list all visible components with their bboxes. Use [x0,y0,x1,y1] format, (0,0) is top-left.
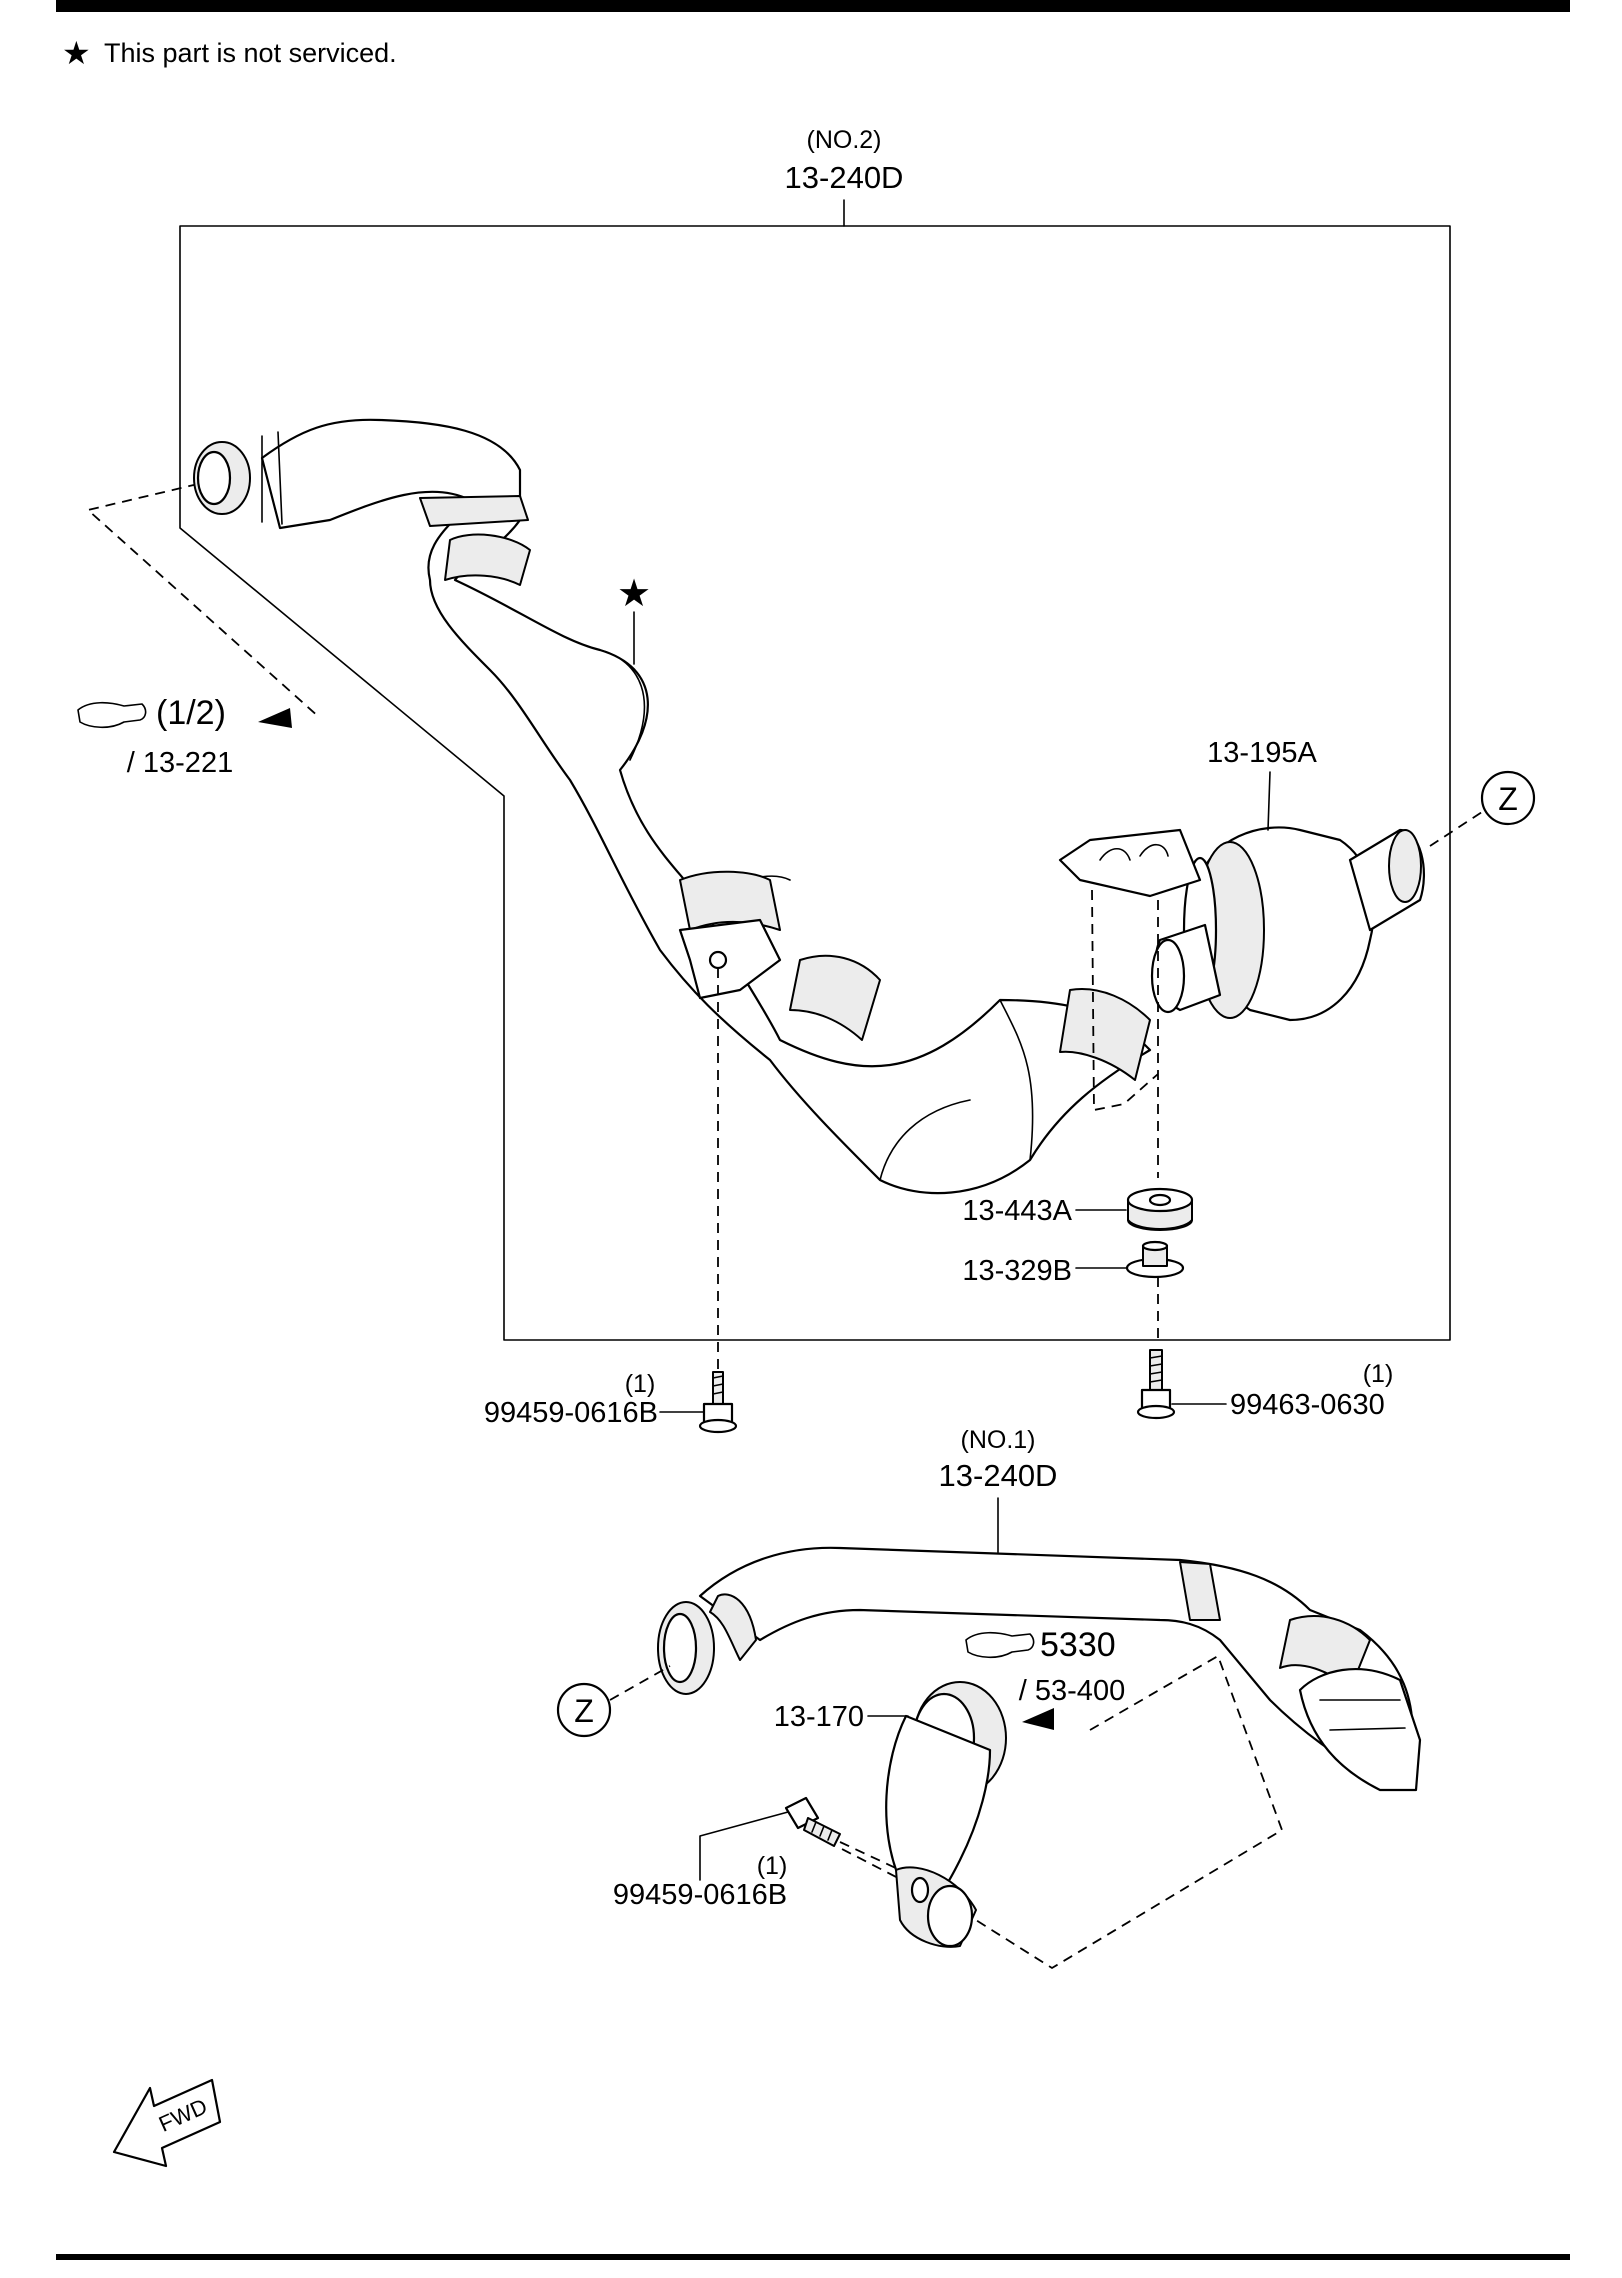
upper-group-frame [179,225,1451,1341]
fastener-1-qty: (1) [625,1370,656,1398]
fastener-2-qty: (1) [1363,1360,1394,1388]
callout-13-195A-leader [1267,771,1271,831]
not-serviced-star: ★ [617,573,651,615]
callout-13-329B[interactable]: 13-329B [962,1255,1072,1287]
reference-2-page: 5330 [1040,1626,1116,1664]
callout-13-170[interactable]: 13-170 [774,1701,864,1733]
ref-arrow-2 [1022,1708,1054,1730]
not-serviced-note: ★ This part is not serviced. [62,35,397,71]
lower-clamp-1 [1179,1561,1221,1621]
z-lower-dashed-link [609,1665,671,1701]
fastener-3-qty: (1) [757,1852,788,1880]
reference-1[interactable]: (1/2) / 13-221 [77,694,233,779]
resonator-outlet [1388,829,1422,903]
connection-marker-z-lower[interactable] [556,1682,612,1738]
lower-bolt-dashed-line [839,1841,901,1871]
fastener-1-part-number[interactable]: 99459-0616B [484,1397,658,1429]
resonator-bracket [1058,828,1202,898]
upper-clamp-4 [1059,988,1151,1081]
connection-marker-z-upper[interactable] [1480,770,1536,826]
pointing-hand-icon-2 [965,1631,1035,1659]
reference-1-section: / 13-221 [127,747,233,779]
pipe-13-170 [885,1681,1007,1948]
lower-part-number[interactable]: 13-240D [939,1458,1058,1493]
ref-arrow-1 [258,708,292,728]
star-symbol: ★ [62,35,91,71]
fastener-3-leader [699,1811,789,1881]
callout-13-195A[interactable]: 13-195A [1207,737,1317,769]
callout-13-443A[interactable]: 13-443A [962,1195,1072,1227]
mount-dashed-box [1091,889,1159,1112]
upper-hose [193,418,1152,1195]
fastener-2-part-number[interactable]: 99463-0630 [1230,1389,1385,1421]
connection-marker-z-lower-label: Z [574,1693,594,1729]
bolt-upper-right [1136,1349,1176,1420]
bolt-lower [784,1796,841,1847]
upper-part-number[interactable]: 13-240D [785,160,904,195]
upper-clamp-3 [789,954,881,1041]
upper-mount-bracket [678,918,782,1000]
ref-dashed-link-1 [86,483,321,719]
bolt-upper-left [698,1371,738,1434]
fastener-3-part-number[interactable]: 99459-0616B [613,1879,787,1911]
fwd-direction-marker: FWD [112,2078,222,2168]
upper-clamp-2 [679,870,781,931]
lower-sub-label: (NO.1) [961,1426,1036,1454]
resonator [1058,826,1425,1022]
reference-2[interactable]: 5330 / 53-400 [965,1626,1125,1707]
bottom-rule [56,2254,1570,2260]
collar-13-329B [1125,1240,1185,1279]
note-text: This part is not serviced. [104,38,397,68]
upper-clamp-1 [444,533,531,586]
pointing-hand-icon [77,701,147,729]
reference-1-page: (1/2) [156,694,226,732]
lower-hose [657,1546,1422,1792]
z-upper-dashed-link [1429,811,1483,847]
upper-sub-label: (NO.2) [807,126,882,154]
reference-2-section: / 53-400 [1019,1675,1125,1707]
connection-marker-z-upper-label: Z [1498,781,1518,817]
top-rule [56,0,1570,12]
grommet-13-443A [1126,1187,1194,1231]
